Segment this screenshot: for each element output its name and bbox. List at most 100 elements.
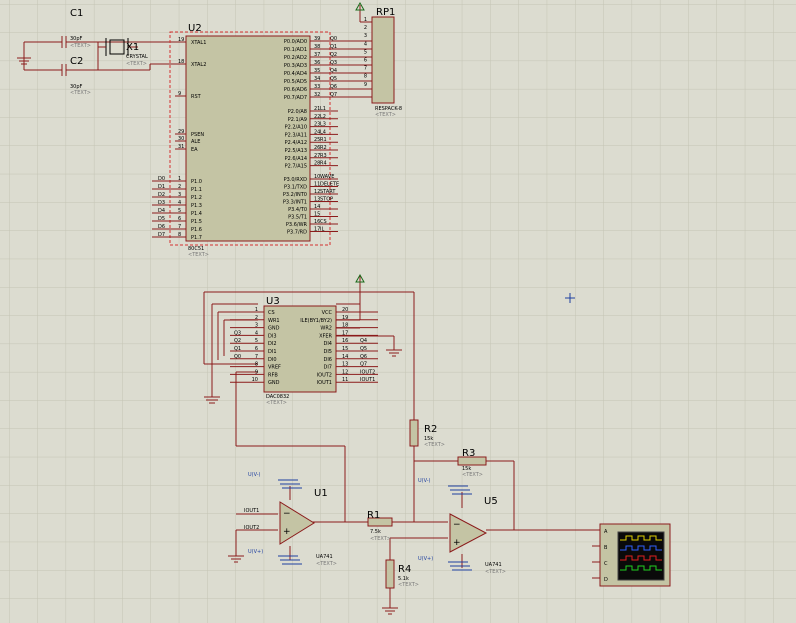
u2-p2-pin-number: 23 <box>314 122 320 128</box>
u2-p3-net-label: IL <box>320 227 324 233</box>
u2-p2-pin-name: P2.7/A15 <box>285 164 307 170</box>
u2-pin-name: PSEN <box>191 132 204 138</box>
u3-pin-number: 3 <box>255 323 258 329</box>
r4-body[interactable] <box>385 559 395 589</box>
u2-p0-pin-number: 34 <box>314 76 320 82</box>
u2-body[interactable] <box>185 35 311 242</box>
rp1-pin-number: 2 <box>364 25 367 31</box>
r3-body[interactable] <box>457 456 487 466</box>
rp1-placeholder: <TEXT> <box>375 112 396 118</box>
u2-p2-net-label: L1 <box>320 106 326 112</box>
u2-pin-number: 8 <box>178 232 181 238</box>
rp1-pin-number: 5 <box>364 49 367 55</box>
rp1-part: RESPACK-8 <box>375 106 402 112</box>
r4-ref: R4 <box>398 564 411 575</box>
r4-value: 5.1k <box>398 576 409 582</box>
u3-pin-name: VCC <box>322 310 333 316</box>
u3-pin-name: ILE(BY1/BY2) <box>300 318 332 324</box>
u2-p2-pin-number: 28 <box>314 161 320 167</box>
u2-pin-name: ALE <box>191 139 200 145</box>
u2-ref: U2 <box>188 23 202 34</box>
u2-p2-net-label: R2 <box>320 145 327 151</box>
u3-body[interactable] <box>263 305 337 393</box>
oscilloscope[interactable] <box>592 523 671 587</box>
u2-p0-pin-number: 37 <box>314 52 320 58</box>
u3-pin-number: 10 <box>252 377 258 383</box>
u2-p2-pin-name: P2.0/A8 <box>288 109 307 115</box>
u3-pin-name: RFB <box>268 372 278 378</box>
u3-pin-name: DI4 <box>323 341 332 347</box>
u2-p0-pin-name: P0.7/AD7 <box>284 95 307 101</box>
u1-placeholder: <TEXT> <box>316 561 337 567</box>
u2-p2-pin-name: P2.3/A11 <box>285 132 307 138</box>
u2-pin-number: 2 <box>178 184 181 190</box>
u2-p0-net-label: Q6 <box>330 84 337 90</box>
u5-ref: U5 <box>484 496 498 507</box>
u2-pin-name: P1.6 <box>191 227 202 233</box>
u3-pin-number: 6 <box>255 346 258 352</box>
u3-pin-number: 9 <box>255 369 258 375</box>
u2-p0-pin-number: 39 <box>314 36 320 42</box>
u3-pin-name: XFER <box>319 333 332 339</box>
u1-input-iout1: IOUT1 <box>244 508 259 514</box>
u5-minus-sign: − <box>453 520 461 530</box>
u3-net-label: IOUT1 <box>360 377 375 383</box>
u2-p0-pin-name: P0.3/AD3 <box>284 63 307 69</box>
u3-pin-number: 11 <box>342 377 348 383</box>
u3-pin-name: GND <box>268 380 280 386</box>
u3-pin-number: 19 <box>342 315 348 321</box>
u1-ref: U1 <box>314 488 328 499</box>
u3-pin-number: 18 <box>342 323 348 329</box>
u3-net-label: Q1 <box>234 346 241 352</box>
u1-input-iout2: IOUT2 <box>244 525 259 531</box>
u2-p0-net-label: Q3 <box>330 60 337 66</box>
c1-ref: C1 <box>70 8 83 19</box>
u2-pin-name: P1.4 <box>191 211 202 217</box>
u2-pin-name: P1.3 <box>191 203 202 209</box>
u3-net-label: IOUT2 <box>360 369 375 375</box>
u2-p2-pin-name: P2.5/A13 <box>285 148 307 154</box>
rp1-pin-number: 3 <box>364 33 367 39</box>
scope-channel-b: B <box>604 545 608 551</box>
u5-body[interactable] <box>449 513 488 553</box>
u2-p2-net-label: L2 <box>320 114 326 120</box>
u1-part: UA741 <box>316 554 333 560</box>
u3-part: DAC0832 <box>266 394 289 400</box>
supply-arrows <box>278 479 472 571</box>
r1-body[interactable] <box>367 517 393 527</box>
u2-p0-pin-name: P0.0/AD0 <box>284 39 307 45</box>
u2-p0-pin-number: 32 <box>314 92 320 98</box>
u2-p0-pin-name: P0.6/AD6 <box>284 87 307 93</box>
r2-body[interactable] <box>409 419 419 447</box>
u3-pin-name: DI6 <box>323 357 332 363</box>
u1-plus-sign: + <box>283 527 291 537</box>
r2-value: 15k <box>424 436 433 442</box>
u2-pin-number: 7 <box>178 224 181 230</box>
r2-placeholder: <TEXT> <box>424 442 445 448</box>
u2-p3-pin-number: 12 <box>314 189 320 195</box>
u2-pin-number: 6 <box>178 216 181 222</box>
u2-p2-pin-number: 22 <box>314 114 320 120</box>
u2-p3-pin-number: 11 <box>314 182 320 188</box>
u2-placeholder: <TEXT> <box>188 252 209 258</box>
u1-minus-sign: − <box>283 509 291 519</box>
u3-pin-name: DI3 <box>268 333 277 339</box>
u2-pin-name: P1.1 <box>191 187 202 193</box>
u2-pin-name: RST <box>191 94 202 100</box>
u2-pin-name: EA <box>191 147 198 153</box>
u2-pin-name: XTAL1 <box>191 40 206 46</box>
c2-placeholder: <TEXT> <box>70 90 91 96</box>
u1-body[interactable] <box>279 501 315 545</box>
u2-pin-number: 19 <box>178 37 184 43</box>
u2-p3-pin-name: P3.5/T1 <box>288 215 307 221</box>
u3-pin-name: CS <box>268 310 275 316</box>
u2-p2-net-label: R1 <box>320 137 327 143</box>
u2-pin-name: P1.5 <box>191 219 202 225</box>
u2-net-label: D6 <box>158 224 165 230</box>
u2-p3-pin-number: 10 <box>314 174 320 180</box>
u2-p2-pin-number: 26 <box>314 145 320 151</box>
